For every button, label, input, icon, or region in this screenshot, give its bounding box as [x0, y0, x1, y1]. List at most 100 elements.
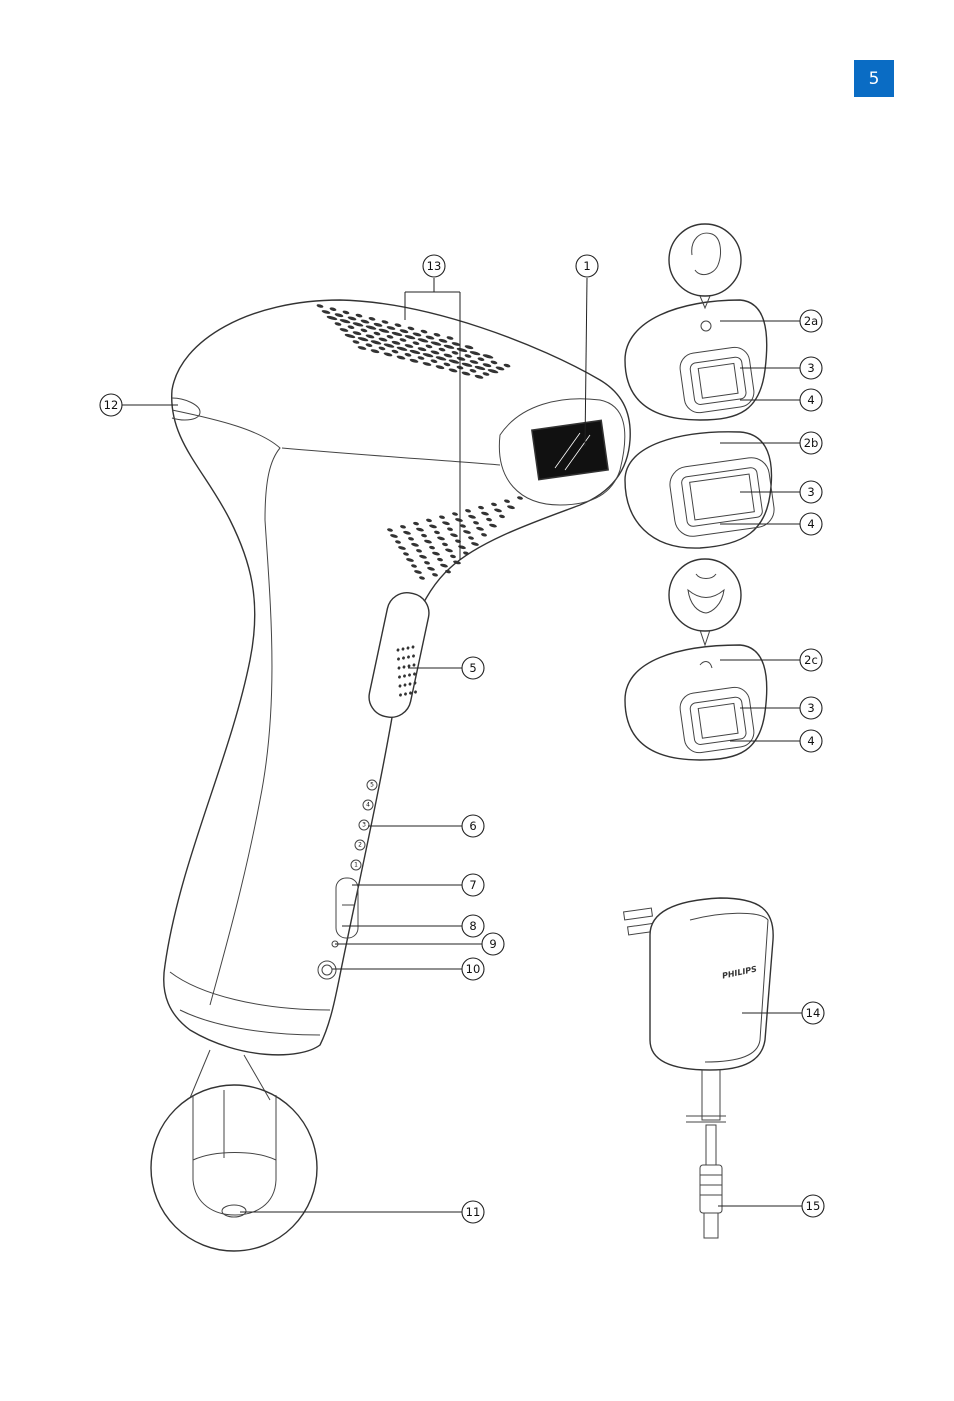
- vent-dot: [453, 560, 461, 565]
- vent-dot: [399, 329, 409, 334]
- vent-dot: [477, 357, 485, 361]
- face-icon: [668, 223, 742, 332]
- vent-dot: [435, 365, 445, 370]
- vent-dot: [445, 569, 451, 574]
- vent-dot: [409, 358, 419, 363]
- vent-dot: [352, 331, 362, 336]
- svg-text:2: 2: [358, 842, 362, 849]
- vent-dot: [399, 693, 402, 697]
- ventilation-top: [316, 304, 511, 379]
- vent-dot: [487, 369, 499, 374]
- svg-text:3: 3: [807, 361, 814, 375]
- vent-dot: [437, 536, 445, 541]
- svg-text:5: 5: [469, 661, 476, 675]
- vent-dot: [412, 663, 416, 667]
- vent-dot: [424, 561, 430, 565]
- vent-dot: [387, 528, 393, 532]
- vent-dot: [416, 549, 422, 553]
- vent-dot: [489, 523, 497, 528]
- vent-dot: [404, 692, 407, 696]
- vent-dot: [469, 351, 481, 356]
- vent-dot: [481, 511, 489, 516]
- svg-text:9: 9: [489, 937, 496, 951]
- vent-dot: [378, 337, 388, 342]
- vent-dot: [397, 657, 400, 661]
- vent-dot: [413, 672, 416, 676]
- vent-dot: [395, 540, 401, 544]
- vent-dot: [398, 684, 402, 688]
- vent-dot: [507, 505, 515, 510]
- vent-dot: [408, 682, 412, 686]
- power-button[interactable]: [317, 960, 337, 980]
- svg-text:15: 15: [806, 1199, 821, 1213]
- vent-dot: [316, 304, 324, 308]
- vent-dot: [503, 363, 511, 368]
- vent-dot: [447, 527, 453, 531]
- vent-dot: [334, 322, 342, 326]
- adapter-socket: [221, 1204, 247, 1218]
- vent-dot: [461, 371, 471, 376]
- vent-dot: [411, 564, 417, 568]
- vent-dot: [396, 346, 408, 351]
- vent-dot: [409, 349, 421, 355]
- vent-dot: [430, 350, 440, 355]
- vent-dot: [438, 338, 448, 343]
- vent-dot: [440, 563, 448, 568]
- leader-lines: [122, 277, 802, 1213]
- svg-text:2a: 2a: [804, 314, 818, 328]
- vent-dot: [474, 374, 484, 379]
- vent-dot: [450, 554, 456, 559]
- svg-text:1: 1: [583, 259, 590, 273]
- vent-dot: [381, 320, 389, 324]
- attachment-body: [624, 431, 775, 549]
- vent-dot: [383, 352, 393, 357]
- vent-dot: [347, 325, 355, 329]
- vent-dot: [394, 323, 402, 327]
- socket-zoom-detail: [150, 1049, 318, 1252]
- vent-dot: [442, 521, 450, 526]
- vent-dot: [339, 319, 351, 324]
- vent-dot: [402, 665, 406, 669]
- svg-text:3: 3: [362, 822, 366, 829]
- vent-dot: [355, 313, 363, 318]
- intensity-button-panel[interactable]: [335, 877, 359, 939]
- svg-text:10: 10: [466, 962, 481, 976]
- vent-dot: [456, 356, 466, 361]
- svg-text:5: 5: [370, 782, 374, 789]
- vent-dot: [448, 368, 458, 373]
- vent-dot: [495, 366, 505, 371]
- svg-text:2b: 2b: [804, 436, 819, 450]
- device-body: [163, 299, 631, 1056]
- callout-7: 7: [461, 873, 485, 897]
- vent-dot: [437, 557, 443, 562]
- vent-dot: [490, 360, 498, 365]
- vent-dot: [407, 664, 411, 668]
- vent-dot: [435, 356, 447, 361]
- vent-dot: [455, 539, 461, 543]
- vent-dot: [463, 551, 469, 555]
- intensity-level-lights: 5 4 3 2 1: [350, 779, 378, 871]
- vent-dot: [373, 322, 383, 327]
- vent-dot: [368, 317, 376, 321]
- vent-dot: [383, 343, 395, 348]
- vent-dot: [403, 674, 406, 678]
- vent-dot: [403, 683, 407, 687]
- vent-dot: [411, 542, 419, 547]
- vent-dot: [474, 365, 486, 371]
- slider-dots: [396, 645, 417, 697]
- vent-dot: [422, 353, 434, 358]
- vent-dot: [465, 509, 471, 513]
- vent-dot: [412, 341, 420, 345]
- svg-text:4: 4: [807, 517, 814, 531]
- vent-dot: [450, 533, 458, 538]
- vent-dot: [390, 534, 398, 538]
- vent-dot: [482, 354, 494, 359]
- vent-dot: [412, 332, 422, 337]
- vent-dot: [439, 515, 445, 519]
- vent-dot: [378, 346, 386, 351]
- vent-dot: [445, 548, 453, 553]
- intensity-level-5: 5: [366, 779, 378, 791]
- callout-3c: 3: [799, 696, 823, 720]
- vent-dot: [404, 344, 414, 348]
- svg-text:6: 6: [469, 819, 476, 833]
